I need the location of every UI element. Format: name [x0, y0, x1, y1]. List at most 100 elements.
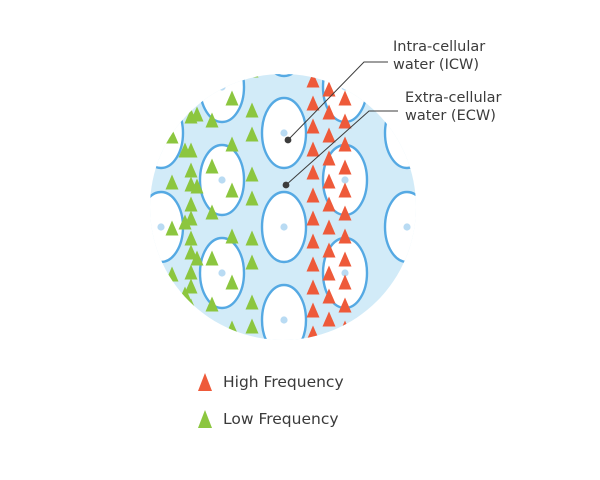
cell-nucleus — [341, 362, 348, 369]
low-frequency-triangle — [165, 174, 179, 190]
low-frequency-triangle — [245, 254, 259, 270]
legend-high-label: High Frequency — [223, 373, 344, 391]
low-frequency-triangle — [205, 204, 219, 220]
high-frequency-triangle — [322, 150, 336, 166]
low-frequency-triangle — [190, 106, 204, 122]
cell — [150, 283, 185, 340]
high-frequency-triangle — [322, 219, 336, 235]
high-frequency-triangle — [306, 210, 320, 226]
low-frequency-triangle — [165, 128, 179, 144]
low-frequency-triangle — [225, 182, 239, 198]
high-frequency-triangle — [306, 74, 320, 88]
low-frequency-triangle — [165, 312, 179, 328]
low-frequency-triangle — [185, 347, 198, 362]
high-frequency-triangle — [306, 164, 320, 180]
cell-nucleus — [280, 129, 288, 137]
low-frequency-triangle — [165, 82, 179, 98]
cell — [260, 74, 308, 78]
low-frequency-triangle — [245, 166, 259, 182]
high-frequency-triangle — [338, 182, 352, 198]
low-frequency-triangle — [184, 332, 198, 340]
high-frequency-triangle — [322, 265, 336, 281]
low-frequency-triangle — [205, 296, 219, 312]
high-frequency-triangle — [338, 90, 352, 106]
high-frequency-triangle-icon — [198, 373, 212, 391]
cell-nucleus — [280, 37, 287, 44]
high-frequency-triangle — [322, 288, 336, 304]
ecw-label-line2: water (ECW) — [405, 108, 496, 124]
low-frequency-triangle — [245, 74, 259, 78]
low-frequency-triangle — [225, 274, 239, 290]
low-frequency-triangle — [190, 322, 204, 338]
low-frequency-triangle — [184, 264, 198, 280]
cell — [150, 74, 185, 78]
cell — [150, 96, 185, 170]
cell-nucleus — [403, 223, 411, 231]
low-frequency-triangle — [178, 142, 192, 158]
low-frequency-triangle — [225, 90, 239, 106]
icw-label-line1: Intra-cellular — [393, 39, 486, 55]
ecw-leader-line — [282, 110, 398, 189]
high-frequency-triangle — [306, 256, 320, 272]
cell-nucleus — [341, 269, 349, 277]
low-frequency-triangle — [184, 162, 198, 178]
high-frequency-triangle — [322, 127, 336, 143]
high-frequency-triangle — [306, 279, 320, 295]
cell-nucleus — [157, 316, 165, 324]
high-frequency-triangle — [338, 113, 352, 129]
low-frequency-triangle — [205, 250, 219, 266]
high-frequency-triangle — [306, 95, 320, 111]
high-frequency-triangle — [322, 173, 336, 189]
low-frequency-triangle — [184, 278, 198, 294]
low-frequency-triangle — [245, 294, 259, 310]
legend-low-label: Low Frequency — [223, 410, 339, 428]
cell-nucleus — [280, 223, 288, 231]
high-frequency-triangle — [338, 297, 352, 313]
low-frequency-triangle — [245, 190, 259, 206]
high-frequency-triangle — [306, 187, 320, 203]
high-frequency-triangle — [306, 233, 320, 249]
icw-label: Intra-cellular water (ICW) — [393, 38, 485, 74]
low-frequency-triangle — [205, 74, 219, 82]
high-frequency-triangle — [322, 81, 336, 97]
high-frequency-triangle — [322, 311, 336, 327]
cell-nucleus — [218, 176, 226, 184]
low-frequency-triangle — [245, 230, 259, 246]
low-frequency-triangle — [178, 214, 192, 230]
high-frequency-triangle — [322, 242, 336, 258]
low-frequency-triangle — [205, 158, 219, 174]
low-frequency-triangle — [184, 312, 198, 328]
cell-nucleus — [218, 269, 226, 277]
high-frequency-triangle — [338, 274, 352, 290]
cell-nucleus — [157, 223, 165, 231]
high-frequency-triangle — [322, 196, 336, 212]
low-frequency-triangle — [205, 112, 219, 128]
low-frequency-triangle-icon — [198, 410, 212, 428]
high-frequency-triangle — [338, 136, 352, 152]
low-frequency-triangle — [184, 74, 198, 90]
low-frequency-triangle — [185, 367, 198, 382]
low-frequency-triangle — [190, 250, 204, 266]
low-frequency-triangle — [178, 74, 192, 86]
cell-nucleus — [218, 83, 226, 91]
high-frequency-markers — [306, 74, 352, 340]
low-frequency-triangle — [245, 102, 259, 118]
cell-nucleus — [157, 129, 165, 137]
low-frequency-triangle — [245, 126, 259, 142]
low-frequency-triangle — [184, 196, 198, 212]
high-frequency-triangle — [338, 228, 352, 244]
cell — [198, 74, 246, 124]
low-frequency-triangle — [245, 318, 259, 334]
legend-high-frequency: High Frequency — [197, 371, 344, 393]
cell-nucleus — [157, 37, 164, 44]
legend-low-frequency: Low Frequency — [197, 408, 339, 430]
icw-label-line2: water (ICW) — [393, 57, 479, 73]
low-frequency-triangle — [185, 435, 198, 450]
ecw-label-line1: Extra-cellular — [405, 90, 502, 106]
high-frequency-triangle — [322, 104, 336, 120]
low-frequency-triangle — [225, 136, 239, 152]
icw-leader-line — [284, 61, 388, 144]
high-frequency-triangle — [306, 118, 320, 134]
high-frequency-triangle — [306, 141, 320, 157]
